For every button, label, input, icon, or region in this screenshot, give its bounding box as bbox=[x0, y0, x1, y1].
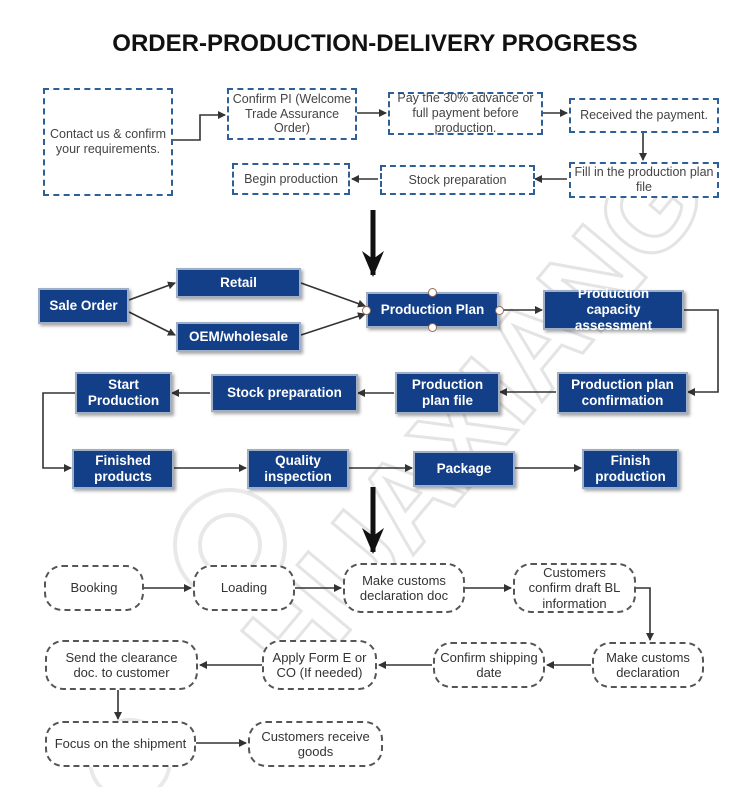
received-payment-box: Received the payment. bbox=[569, 98, 719, 133]
booking-box: Booking bbox=[44, 565, 144, 611]
customs-doc-box: Make customs declaration doc bbox=[343, 563, 465, 613]
start-production-box: Start Production bbox=[75, 372, 172, 414]
form-e-box: Apply Form E or CO (If needed) bbox=[262, 640, 377, 690]
arrow-oem-to-plan bbox=[300, 312, 366, 336]
capacity-assessment-box: Production capacity assessment bbox=[543, 286, 684, 333]
finished-products-box: Finished products bbox=[72, 449, 174, 489]
selection-handle bbox=[495, 306, 504, 315]
plan-confirmation-box: Production plan confirmation bbox=[557, 372, 688, 414]
fill-plan-box: Fill in the production plan file bbox=[569, 162, 719, 198]
quality-inspection-box: Quality inspection bbox=[247, 449, 349, 489]
begin-production-box: Begin production bbox=[232, 163, 350, 195]
contact-box: Contact us & confirm your requirements. bbox=[43, 88, 173, 196]
arrow-bl-to-decl bbox=[636, 587, 654, 641]
arrow-retail-to-plan bbox=[300, 282, 366, 308]
page-title: ORDER-PRODUCTION-DELIVERY PROGRESS bbox=[112, 30, 638, 57]
focus-shipment-box: Focus on the shipment bbox=[45, 721, 196, 767]
plan-file-box: Production plan file bbox=[395, 372, 500, 414]
pay-box: Pay the 30% advance or full payment befo… bbox=[388, 91, 543, 135]
selection-handle bbox=[428, 288, 437, 297]
selection-handle bbox=[362, 306, 371, 315]
stock-prep-box-1: Stock preparation bbox=[380, 165, 535, 195]
arrow-contact-to-pi bbox=[173, 111, 226, 141]
sale-order-box: Sale Order bbox=[38, 288, 129, 324]
arrow-start-to-finished bbox=[42, 392, 75, 472]
customs-declaration-box: Make customs declaration bbox=[592, 642, 704, 688]
arrow-sale-to-oem bbox=[128, 311, 176, 336]
package-box: Package bbox=[413, 451, 515, 487]
arrow-sale-to-retail bbox=[128, 281, 176, 301]
retail-box: Retail bbox=[176, 268, 301, 298]
receive-goods-box: Customers receive goods bbox=[248, 721, 383, 767]
loading-box: Loading bbox=[193, 565, 295, 611]
arrow-capacity-to-confirm bbox=[684, 309, 719, 396]
confirm-bl-box: Customers confirm draft BL information bbox=[513, 563, 636, 613]
clearance-doc-box: Send the clearance doc. to customer bbox=[45, 640, 198, 690]
confirm-pi-box: Confirm PI (Welcome Trade Assurance Orde… bbox=[227, 88, 357, 140]
shipping-date-box: Confirm shipping date bbox=[433, 642, 545, 688]
selection-handle bbox=[428, 323, 437, 332]
stock-prep-box-2: Stock preparation bbox=[211, 374, 358, 412]
finish-production-box: Finish production bbox=[582, 449, 679, 489]
oem-box: OEM/wholesale bbox=[176, 322, 301, 352]
